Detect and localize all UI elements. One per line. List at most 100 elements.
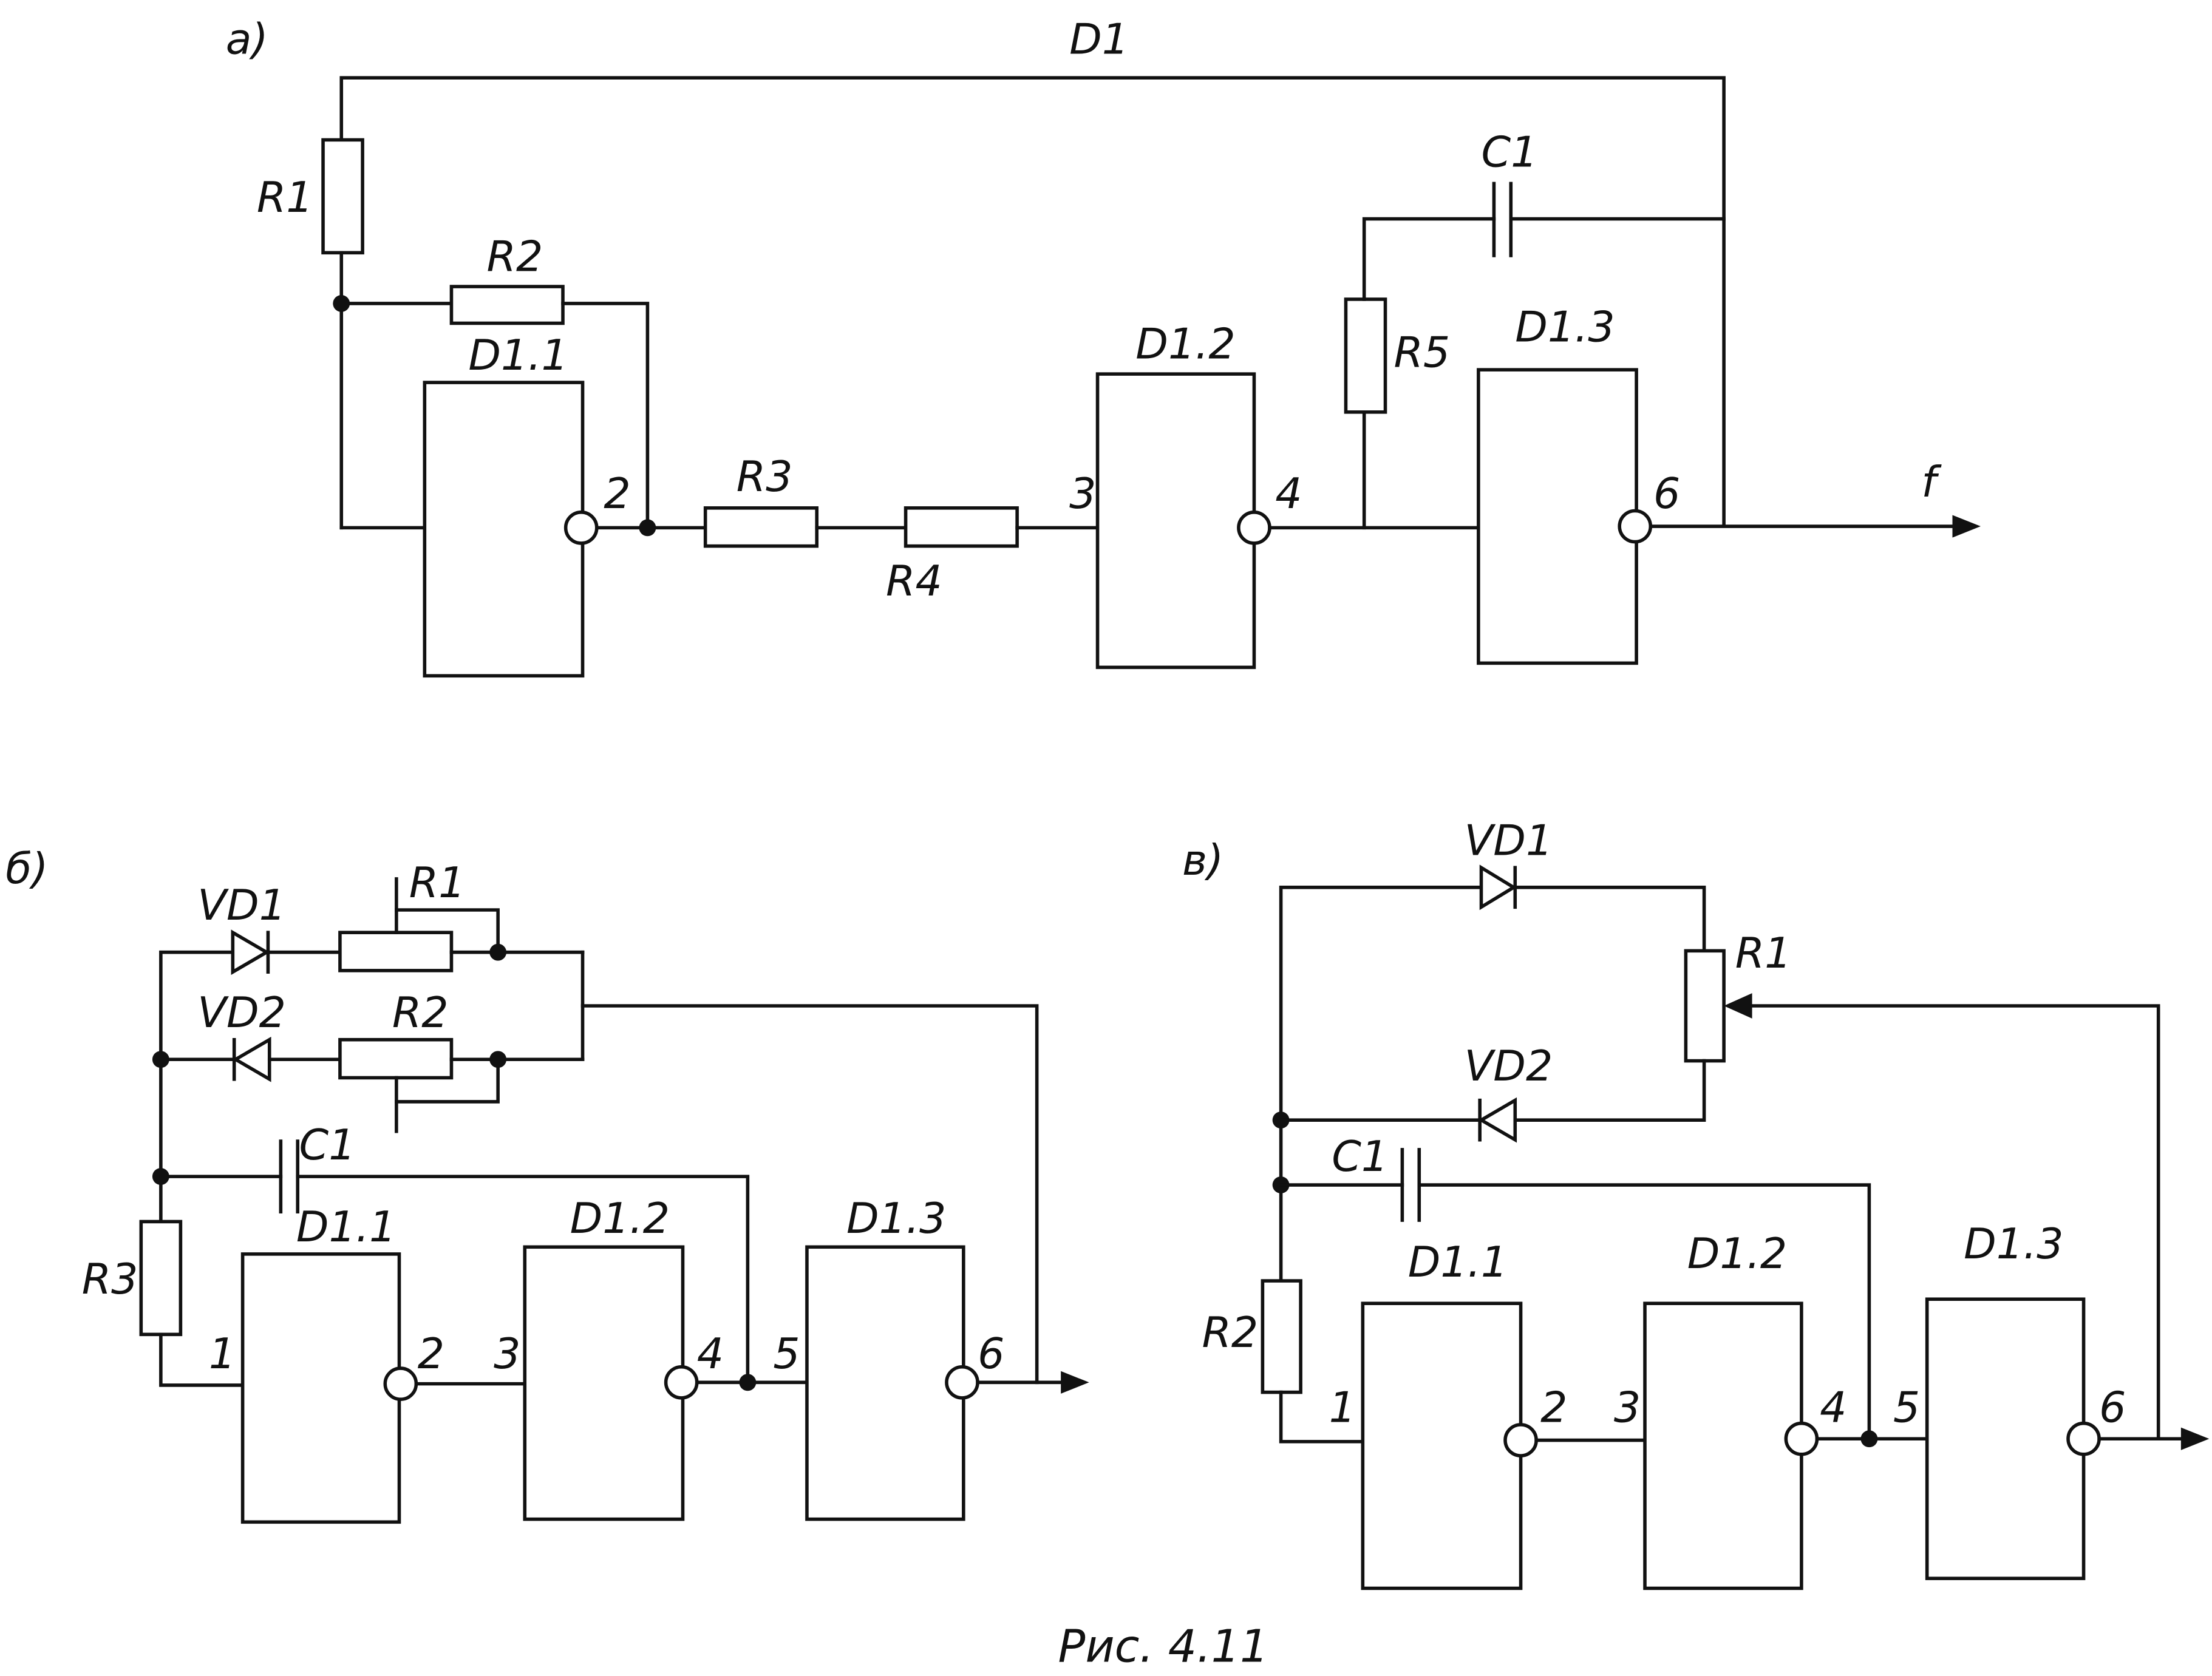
resistor-r1 xyxy=(321,138,364,255)
label-r3: R3 xyxy=(82,1255,138,1304)
label-d1-3: D1.3 xyxy=(1515,303,1615,352)
panel-a-tag: а) xyxy=(226,15,268,64)
wire xyxy=(395,1057,500,1104)
junction-dot xyxy=(639,519,656,537)
label-vd1: VD1 xyxy=(1465,816,1553,865)
label-d1-3: D1.3 xyxy=(1964,1220,2064,1269)
label-d1-2: D1.2 xyxy=(1687,1229,1788,1278)
wiper-arrow xyxy=(1724,993,1752,1019)
panel-c: в) VD1 R1 VD2 C1 R2 1 D1.1 xyxy=(1182,816,2210,1590)
inverter-bubble xyxy=(563,511,599,545)
panel-a: а) D1 R1 R2 D1.1 2 R3 R4 3 D1.2 4 xyxy=(226,15,1981,678)
inverter-bubble xyxy=(945,1365,979,1400)
wire xyxy=(1513,1059,1706,1122)
gate-d1-1 xyxy=(1361,1301,1523,1590)
wire xyxy=(159,950,232,1224)
pin-1: 1 xyxy=(1329,1383,1356,1432)
wire xyxy=(561,302,650,530)
label-r2: R2 xyxy=(1202,1308,1258,1357)
gate-d1-3 xyxy=(1925,1297,2086,1581)
junction-dot xyxy=(489,943,507,961)
pin-6: 6 xyxy=(978,1329,1004,1379)
label-d1-1: D1.1 xyxy=(296,1203,396,1252)
diode-vd2 xyxy=(1477,1097,1517,1143)
panel-c-tag: в) xyxy=(1182,836,1223,885)
inverter-bubble xyxy=(664,1365,699,1400)
label-c1: C1 xyxy=(299,1121,356,1170)
label-d1-2: D1.2 xyxy=(1135,320,1236,369)
resistor-r2 xyxy=(338,1037,454,1080)
resistor-r1 xyxy=(1684,949,1726,1063)
pin-2: 2 xyxy=(1540,1383,1567,1432)
feedback-wire xyxy=(339,76,1726,527)
gate-d1-3 xyxy=(805,1245,965,1521)
label-r5: R5 xyxy=(1394,328,1450,378)
inverter-bubble xyxy=(1237,511,1271,545)
label-vd2: VD2 xyxy=(1465,1042,1553,1091)
output-label-f: f xyxy=(1921,458,1942,507)
gate-d1-2 xyxy=(523,1245,685,1521)
label-d1-2: D1.2 xyxy=(570,1194,670,1243)
diode-vd2 xyxy=(232,1036,271,1082)
label-c1: C1 xyxy=(1482,128,1538,177)
junction-dot xyxy=(739,1374,757,1391)
resistor-r3 xyxy=(703,506,819,548)
label-r1: R1 xyxy=(409,858,466,908)
wire xyxy=(1513,886,1706,953)
pin-6: 6 xyxy=(2099,1383,2126,1432)
pin-3: 3 xyxy=(1069,469,1096,518)
gate-d1-1 xyxy=(423,381,585,678)
inverter-bubble xyxy=(1784,1421,1819,1456)
gate-d1-3 xyxy=(1477,368,1638,665)
pin-4: 4 xyxy=(1275,469,1302,518)
wire xyxy=(1279,886,1482,1283)
chip-label-d1: D1 xyxy=(1069,15,1129,64)
label-r2: R2 xyxy=(392,988,449,1037)
resistor-r2 xyxy=(449,285,565,325)
label-r3: R3 xyxy=(737,452,793,501)
wire xyxy=(395,908,500,954)
inverter-bubble xyxy=(1618,509,1653,544)
gate-d1-1 xyxy=(240,1252,401,1524)
label-r1: R1 xyxy=(257,173,313,222)
inverter-bubble xyxy=(1503,1423,1538,1457)
gate-d1-2 xyxy=(1095,372,1256,670)
pin-6: 6 xyxy=(1653,469,1680,518)
panel-b: б) VD1 R1 VD2 R2 xyxy=(5,844,1089,1524)
pin-4: 4 xyxy=(697,1329,724,1379)
output-arrow xyxy=(1061,1371,1089,1394)
label-r1: R1 xyxy=(1735,929,1792,978)
label-d1-1: D1.1 xyxy=(468,331,568,380)
pin-4: 4 xyxy=(1820,1383,1846,1432)
pin-1: 1 xyxy=(209,1329,236,1379)
resistor-r4 xyxy=(904,506,1019,548)
label-d1-1: D1.1 xyxy=(1408,1238,1508,1287)
wire xyxy=(1362,217,1496,301)
inverter-bubble xyxy=(2066,1421,2101,1456)
label-vd2: VD2 xyxy=(197,988,286,1037)
junction-dot xyxy=(489,1051,507,1068)
resistor-r2 xyxy=(1261,1279,1302,1394)
label-r4: R4 xyxy=(886,557,942,606)
wire xyxy=(159,1332,245,1387)
resistor-r1 xyxy=(338,931,454,972)
wire xyxy=(296,1175,750,1385)
diode-vd1 xyxy=(1479,864,1517,911)
figure-caption: Рис. 4.11 xyxy=(1058,1620,1269,1672)
label-vd1: VD1 xyxy=(197,881,286,930)
label-r2: R2 xyxy=(487,232,543,282)
pin-2: 2 xyxy=(418,1329,444,1379)
diode-vd1 xyxy=(231,929,270,975)
panel-b-tag: б) xyxy=(5,844,48,894)
output-arrow xyxy=(1952,515,1981,538)
inverter-bubble xyxy=(383,1366,418,1401)
resistor-r3 xyxy=(139,1220,183,1337)
gate-d1-2 xyxy=(1643,1301,1803,1590)
pin-5: 5 xyxy=(1893,1383,1920,1432)
label-d1-3: D1.3 xyxy=(846,1194,946,1243)
wire xyxy=(1417,1183,1871,1441)
feedback-wire xyxy=(1750,1004,2160,1441)
pin-3: 3 xyxy=(1614,1383,1641,1432)
pin-2: 2 xyxy=(604,469,630,518)
